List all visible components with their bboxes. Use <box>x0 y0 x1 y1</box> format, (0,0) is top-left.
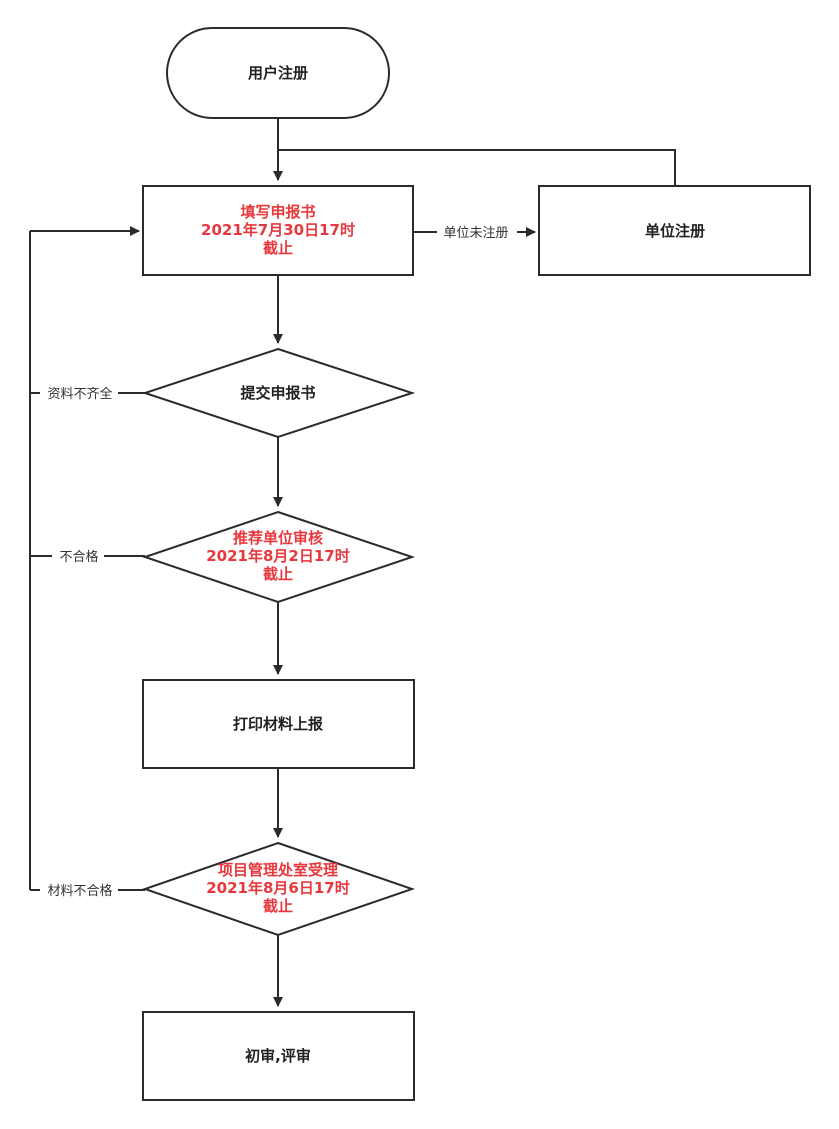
node-submit-form-text: 提交申报书 <box>240 384 315 402</box>
node-text-line: 截止 <box>263 897 293 915</box>
node-text-line: 截止 <box>263 565 293 583</box>
node-user-register: 用户注册 <box>166 27 390 119</box>
node-initial-review-text: 初审,评审 <box>245 1047 311 1065</box>
node-text-line: 项目管理处室受理 <box>218 861 338 879</box>
edge-label-unqualified: 不合格 <box>52 546 104 566</box>
node-text-line: 2021年8月2日17时 <box>206 547 350 565</box>
node-text-line: 提交申报书 <box>240 384 315 402</box>
svg-text:材料不合格: 材料不合格 <box>47 883 112 899</box>
node-text-line: 初审,评审 <box>245 1047 311 1065</box>
edge-unit-register-return <box>278 149 676 185</box>
node-text-line: 2021年7月30日17时 <box>201 221 355 239</box>
svg-text:单位未注册: 单位未注册 <box>443 226 508 241</box>
svg-text:不合格: 不合格 <box>59 549 98 565</box>
node-unit-register-text: 单位注册 <box>645 222 705 240</box>
edge-label-materials-unqualified: 材料不合格 <box>40 880 118 900</box>
node-text-line: 用户注册 <box>248 64 308 82</box>
node-text-line: 2021年8月6日17时 <box>206 879 350 897</box>
node-submit-form: 提交申报书 <box>141 347 416 439</box>
node-unit-register: 单位注册 <box>538 185 811 276</box>
svg-text:资料不齐全: 资料不齐全 <box>47 386 112 402</box>
node-text-line: 打印材料上报 <box>233 715 323 733</box>
node-print-materials-text: 打印材料上报 <box>233 715 323 733</box>
node-initial-review: 初审,评审 <box>142 1011 415 1101</box>
edge-label-materials-incomplete: 资料不齐全 <box>40 383 118 403</box>
node-user-register-text: 用户注册 <box>248 64 308 82</box>
edge-label-unit-not-registered: 单位未注册 <box>437 222 517 242</box>
node-text-line: 推荐单位审核 <box>233 529 323 547</box>
node-text-line: 截止 <box>263 239 293 257</box>
node-text-line: 单位注册 <box>645 222 705 240</box>
node-text-line: 填写申报书 <box>240 203 315 221</box>
node-print-materials: 打印材料上报 <box>142 679 415 769</box>
